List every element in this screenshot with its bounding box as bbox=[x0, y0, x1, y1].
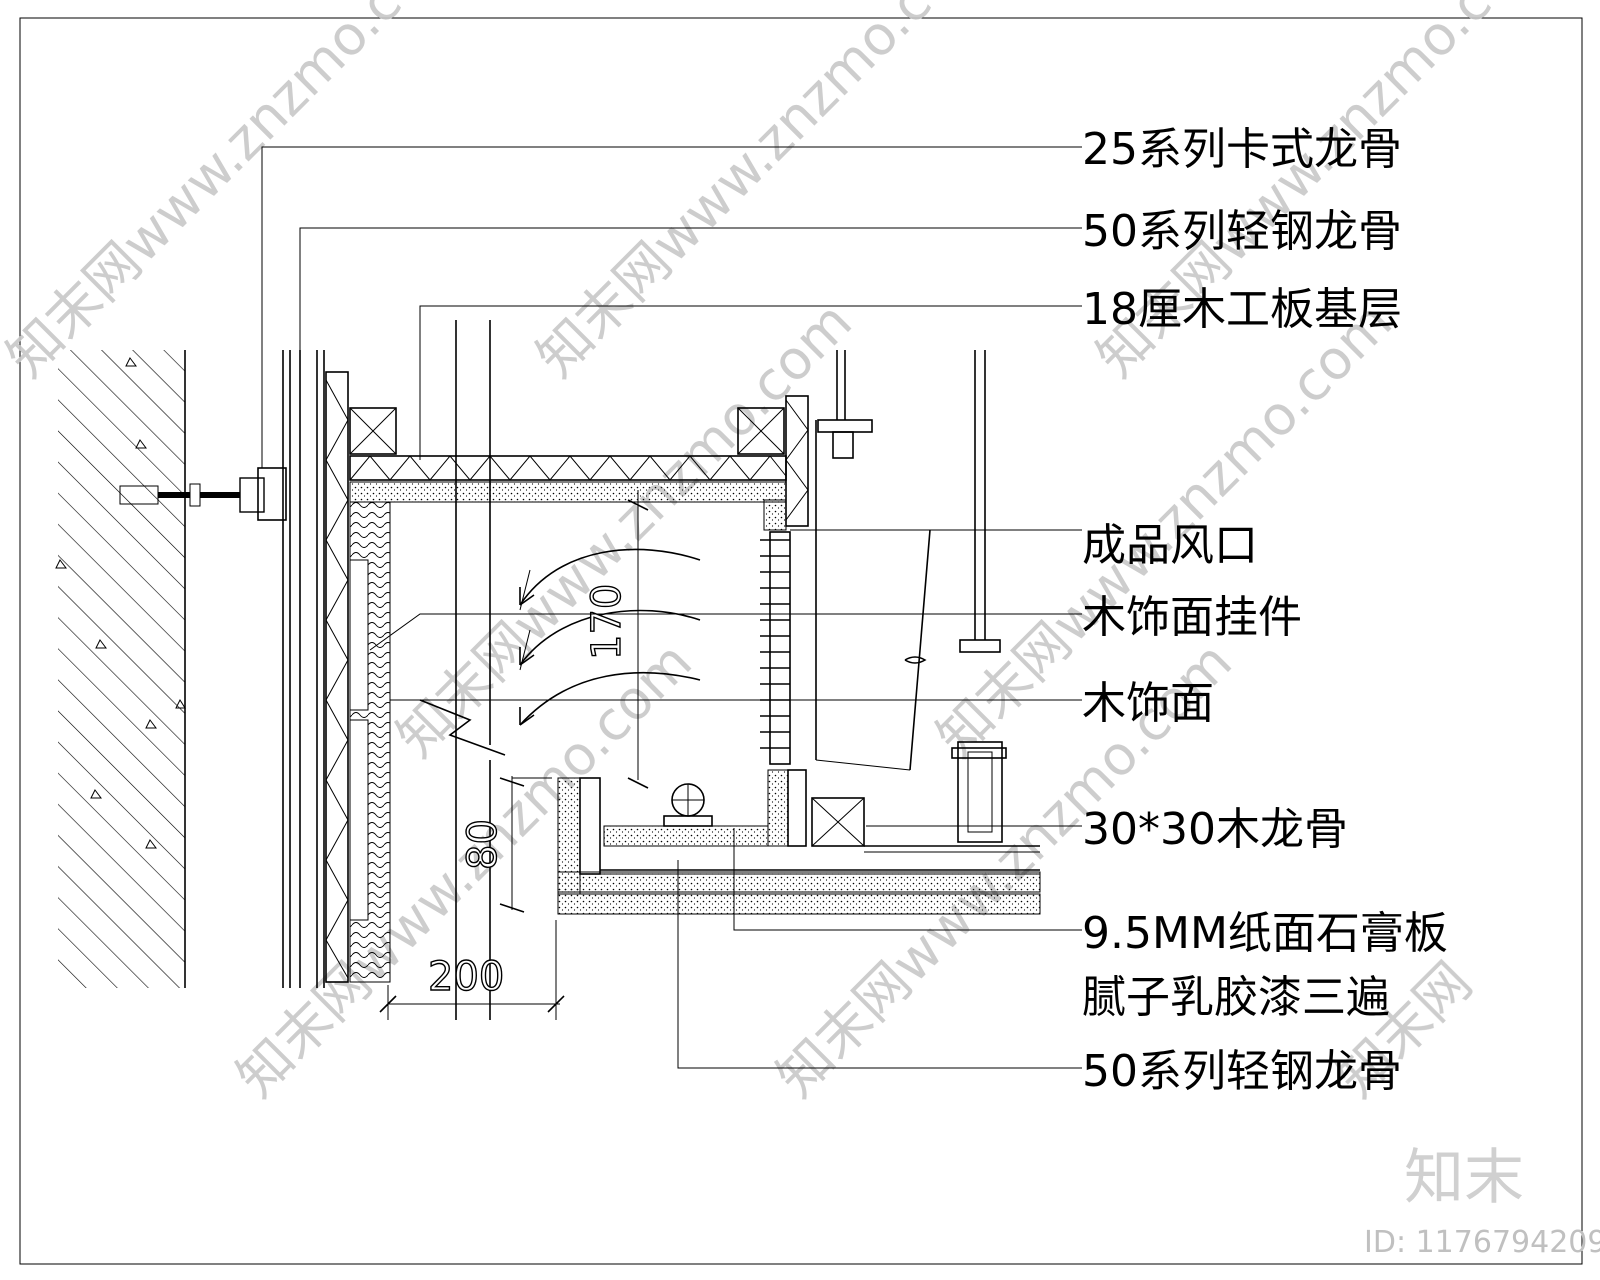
leader-lines bbox=[261, 146, 1082, 1069]
label-putty-latex-paint: 腻子乳胶漆三遍 bbox=[1082, 972, 1390, 1023]
svg-text:知末网www.znzmo.com: 知末网www.znzmo.com bbox=[0, 0, 474, 389]
top-wood-block-right bbox=[737, 407, 785, 455]
dimension-200: 200 bbox=[379, 920, 565, 1020]
brand-watermark-corner: 知末 ID: 1176794209 bbox=[1364, 1143, 1600, 1260]
dimension-200-text: 200 bbox=[428, 954, 504, 1000]
wood-keel-30x30 bbox=[811, 797, 1040, 853]
concrete-wall bbox=[55, 350, 186, 988]
top-wood-block-left bbox=[349, 407, 397, 455]
label-gypsum-board: 9.5MM纸面石膏板 bbox=[1082, 908, 1448, 959]
dimension-80-text: 80 bbox=[460, 819, 506, 870]
top-gypsum-board bbox=[349, 481, 787, 503]
drawing-border bbox=[19, 17, 1583, 1265]
label-18mm-wood-board-base: 18厘木工板基层 bbox=[1082, 284, 1402, 335]
label-wood-veneer: 木饰面 bbox=[1082, 678, 1214, 729]
dimension-170: 170 bbox=[583, 490, 649, 789]
dimension-80: 80 bbox=[459, 776, 552, 913]
suspension-rods bbox=[419, 320, 1001, 1020]
label-wood-veneer-hanger: 木饰面挂件 bbox=[1082, 592, 1302, 643]
light-steel-keel bbox=[815, 529, 1007, 843]
label-25-series-card-keel: 25系列卡式龙骨 bbox=[1082, 124, 1402, 175]
label-50-series-steel-keel-top: 50系列轻钢龙骨 bbox=[1082, 206, 1402, 257]
wood-veneer-facing bbox=[349, 501, 391, 983]
air-vent-grille bbox=[760, 531, 791, 765]
dimension-170-text: 170 bbox=[584, 584, 630, 660]
light-fixture-symbol bbox=[663, 783, 713, 827]
wall-keel-lines bbox=[282, 350, 325, 988]
label-30x30-wood-keel: 30*30木龙骨 bbox=[1082, 804, 1348, 855]
label-50-series-steel-keel-bottom: 50系列轻钢龙骨 bbox=[1082, 1046, 1402, 1097]
label-finished-air-vent: 成品风口 bbox=[1082, 520, 1258, 571]
image-id-text: ID: 1176794209 bbox=[1364, 1225, 1600, 1260]
callout-labels: 25系列卡式龙骨 50系列轻钢龙骨 18厘木工板基层 成品风口 木饰面挂件 木饰… bbox=[1082, 124, 1448, 1097]
wood-base-board-vertical bbox=[325, 371, 349, 983]
brand-logo-text: 知末 bbox=[1404, 1143, 1524, 1213]
svg-text:知末网www.znzmo.com: 知末网www.znzmo.com bbox=[525, 0, 1004, 389]
right-side-panel bbox=[763, 395, 817, 760]
anchor-bolt bbox=[119, 467, 287, 521]
